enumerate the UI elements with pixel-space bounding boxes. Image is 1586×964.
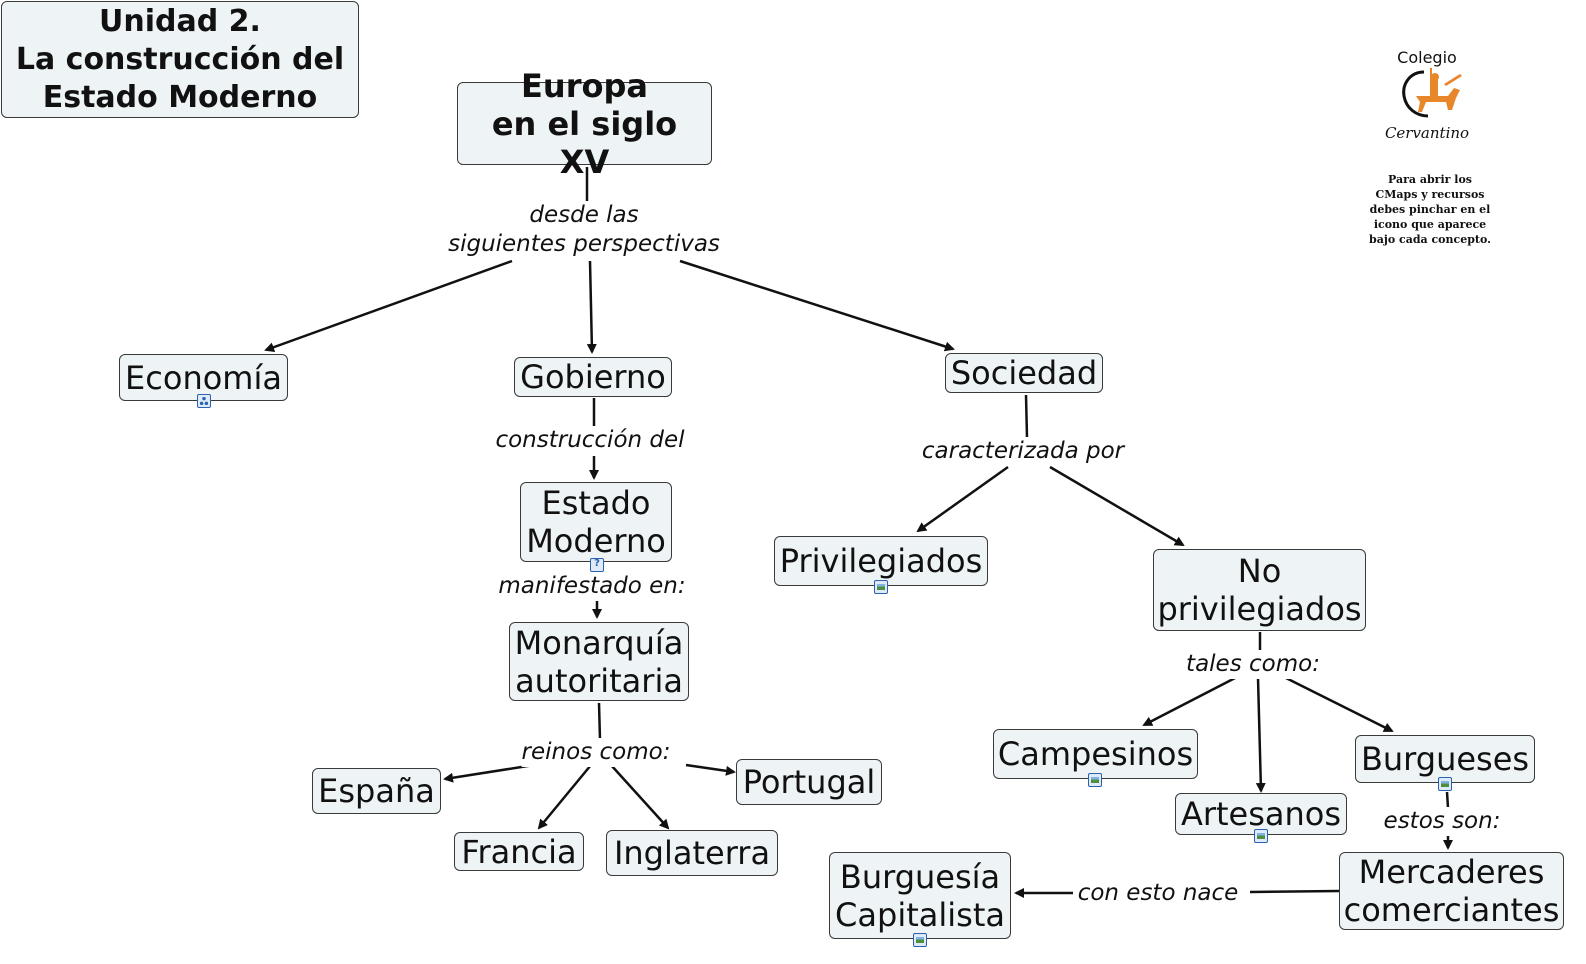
cmap-icon[interactable]: [197, 394, 211, 408]
concept-campesinos[interactable]: Campesinos: [993, 729, 1198, 779]
concept-europa[interactable]: Europa en el siglo XV: [457, 67, 712, 181]
concept-no-privilegiados[interactable]: No privilegiados: [1153, 549, 1366, 631]
concept-monarquia[interactable]: Monarquía autoritaria: [509, 622, 689, 701]
instructions-note: Para abrir los CMaps y recursos debes pi…: [1369, 173, 1491, 246]
link-tales-como: tales como:: [1186, 650, 1320, 679]
link-caracterizada: caracterizada por: [921, 437, 1125, 466]
logo-title: Colegio: [1397, 48, 1457, 67]
unit-title: Unidad 2. La construcción del Estado Mod…: [1, 1, 359, 118]
concept-inglaterra[interactable]: Inglaterra: [606, 830, 778, 876]
document-icon[interactable]: [590, 557, 604, 572]
concept-gobierno[interactable]: Gobierno: [514, 357, 672, 397]
image-icon[interactable]: [1088, 773, 1102, 787]
concept-francia[interactable]: Francia: [454, 832, 584, 871]
concept-espana[interactable]: España: [312, 768, 441, 814]
link-estos-son: estos son:: [1383, 807, 1501, 836]
image-icon[interactable]: [913, 933, 927, 947]
concept-portugal[interactable]: Portugal: [736, 759, 882, 805]
link-perspectivas: desde las siguientes perspectivas: [448, 201, 720, 259]
image-icon[interactable]: [874, 580, 888, 594]
school-logo: Colegio Cervantino: [1372, 48, 1482, 148]
quixote-horse-emblem: [1402, 68, 1462, 118]
concept-mercaderes[interactable]: Mercaderes comerciantes: [1339, 852, 1564, 930]
concept-estado-moderno[interactable]: Estado Moderno: [520, 482, 672, 562]
image-icon[interactable]: [1254, 829, 1268, 843]
logo-subtitle: Cervantino: [1384, 124, 1470, 142]
concept-burgueses[interactable]: Burgueses: [1355, 735, 1535, 783]
link-reinos: reinos como:: [521, 738, 671, 767]
link-manifestado: manifestado en:: [498, 572, 686, 601]
link-construccion: construcción del: [495, 426, 685, 455]
concept-privilegiados[interactable]: Privilegiados: [774, 536, 988, 586]
concept-economia[interactable]: Economía: [119, 354, 288, 401]
concept-burguesia[interactable]: Burguesía Capitalista: [829, 852, 1011, 939]
image-icon[interactable]: [1438, 777, 1452, 791]
link-con-esto-nace: con esto nace: [1077, 879, 1239, 908]
concept-sociedad[interactable]: Sociedad: [945, 353, 1103, 393]
